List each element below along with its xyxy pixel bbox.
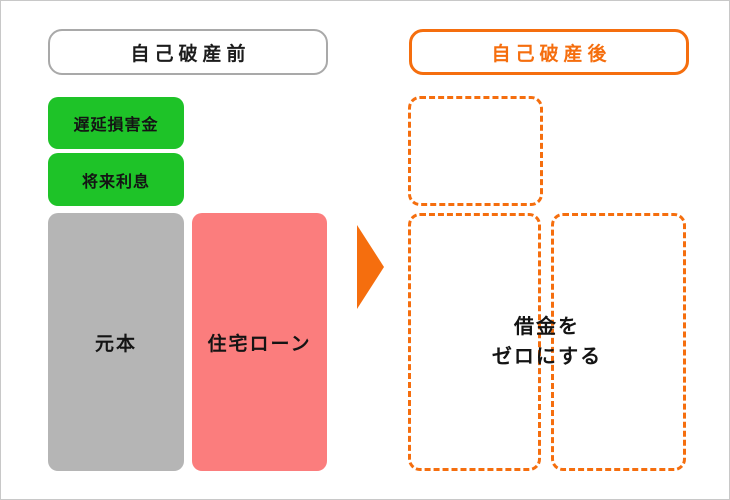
dashed-box-bottom-left [408,213,541,471]
future-interest-box: 将来利息 [48,153,184,206]
delay-damages-box: 遅延損害金 [48,97,184,149]
housing-loan-box: 住宅ローン [192,213,327,471]
arrow-right-icon [357,225,384,309]
after-title-box: 自己破産後 [409,29,689,75]
dashed-box-bottom-right [551,213,686,471]
before-title-box: 自己破産前 [48,29,328,75]
dashed-box-top [408,96,543,206]
principal-box: 元本 [48,213,184,471]
